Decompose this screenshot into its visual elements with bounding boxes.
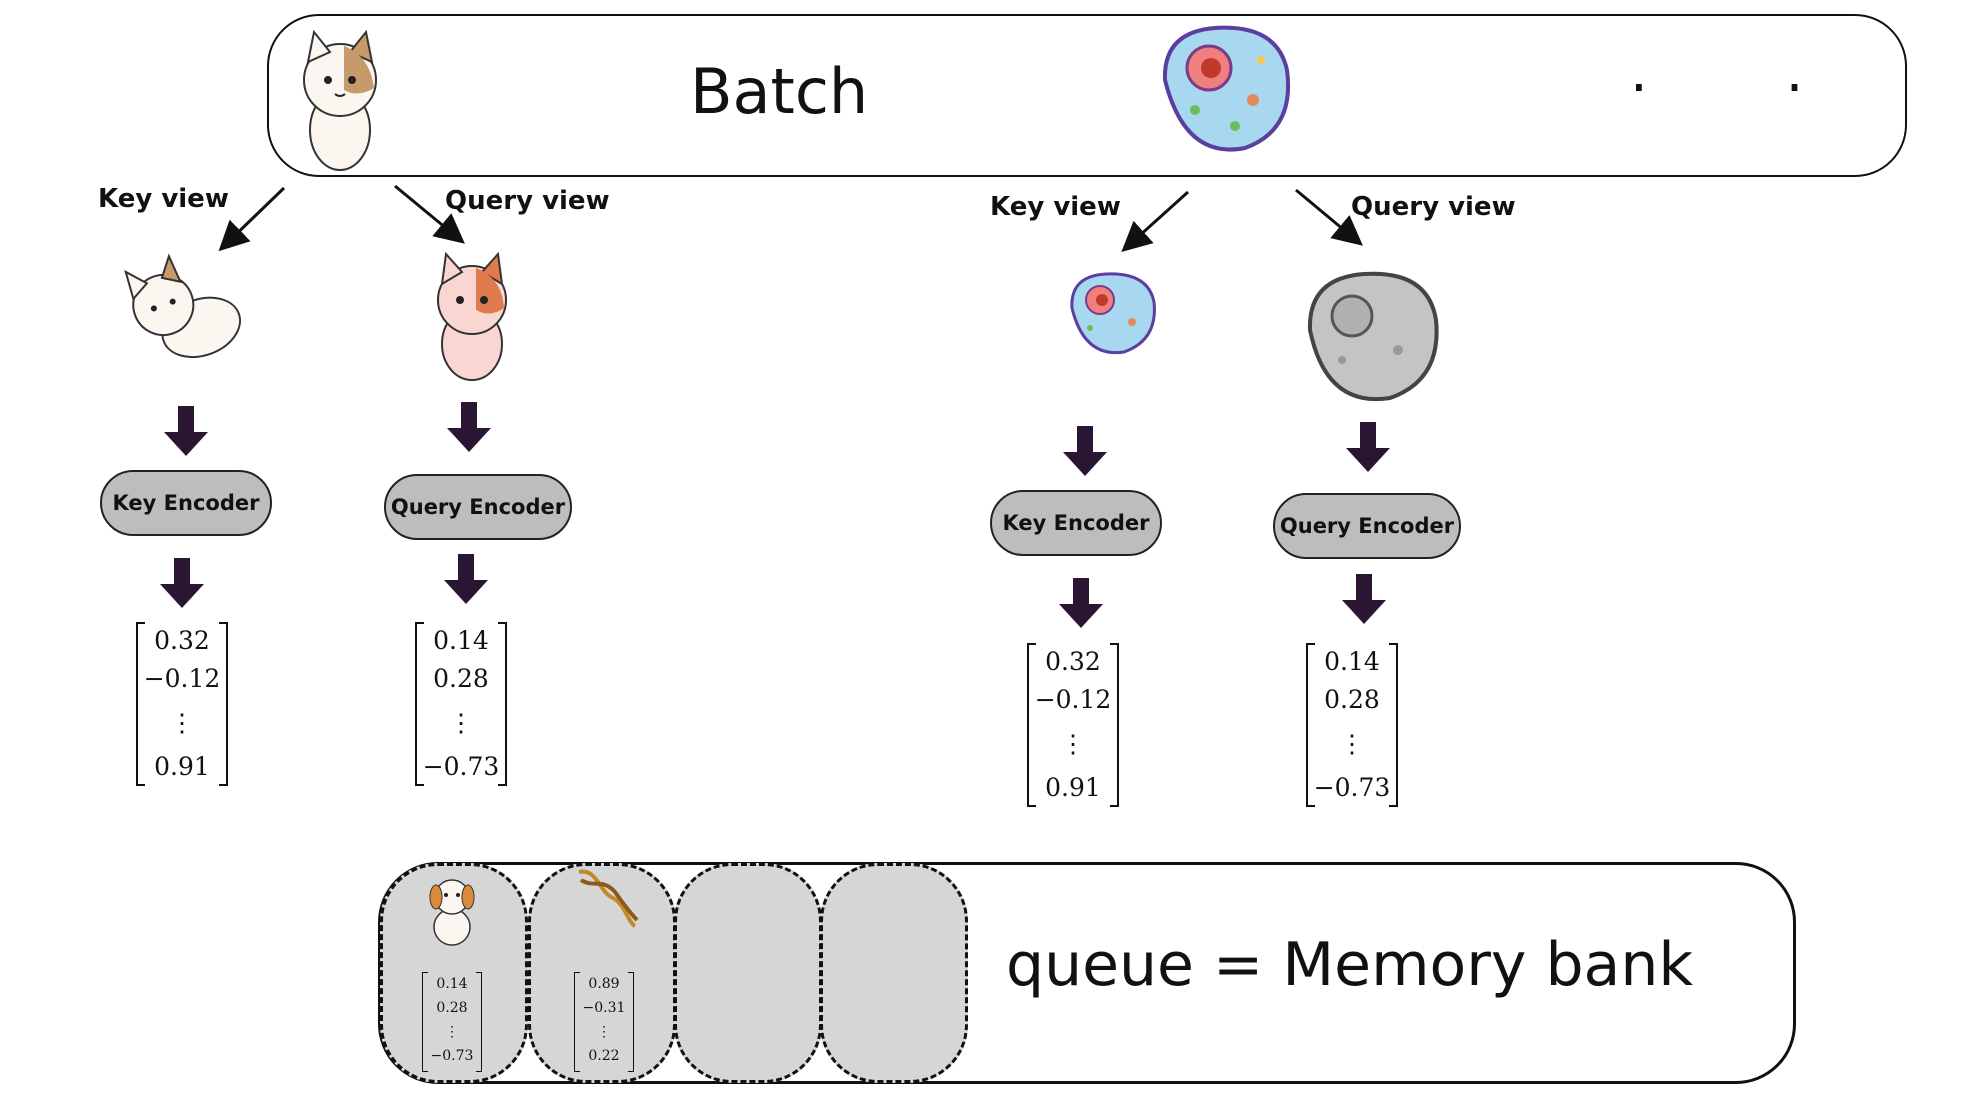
down-arrow-icon — [1059, 578, 1103, 628]
down-arrow-icon — [160, 558, 204, 608]
down-arrow-icon — [1342, 574, 1386, 624]
vector-value: 0.91 — [154, 752, 210, 781]
vector-value: 0.32 — [1045, 647, 1101, 676]
query-view-arrow — [1295, 188, 1363, 246]
vector-value: 0.22 — [588, 1048, 620, 1064]
down-arrow-icon — [447, 402, 491, 452]
cell-icon — [1070, 272, 1156, 355]
vector-value: ⋮ — [1060, 729, 1086, 758]
cell-icon — [1307, 271, 1439, 402]
query-encoder: Query Encoder — [1273, 493, 1461, 559]
cat-icon — [437, 251, 507, 381]
down-arrow-icon — [1346, 422, 1390, 472]
batch-container — [267, 14, 1907, 177]
vector-value: −0.73 — [422, 752, 500, 781]
key-view-arrow — [1121, 190, 1190, 253]
vector-value: 0.32 — [154, 626, 210, 655]
cat-icon — [303, 29, 377, 171]
vector-value: 0.14 — [436, 976, 468, 992]
vector-value: ⋮ — [448, 708, 474, 737]
query-encoder: Query Encoder — [384, 474, 572, 540]
query-view-arrow — [394, 184, 465, 244]
batch-title: Batch — [690, 55, 869, 128]
down-arrow-icon — [1063, 426, 1107, 476]
vector-value: 0.28 — [436, 1000, 468, 1016]
vector-value: −0.12 — [143, 664, 221, 693]
vector-value: 0.28 — [1324, 685, 1380, 714]
vector-value: ⋮ — [445, 1024, 459, 1040]
key-encoder: Key Encoder — [990, 490, 1162, 556]
memory-slot — [528, 863, 676, 1083]
query-view-label: Query view — [1351, 192, 1516, 222]
vector-value: −0.73 — [1313, 773, 1391, 802]
vector-value: −0.31 — [582, 1000, 626, 1016]
query-vector: 0.14 0.28 ⋮ −0.73 — [415, 622, 507, 786]
cat-icon — [124, 253, 242, 359]
vector-value: 0.14 — [1324, 647, 1380, 676]
cell-icon — [1162, 25, 1290, 152]
vector-value: 0.14 — [433, 626, 489, 655]
vector-value: 0.28 — [433, 664, 489, 693]
vector-value: 0.89 — [588, 976, 620, 992]
memory-vector: 0.89 −0.31 ⋮ 0.22 — [574, 972, 634, 1072]
batch-ellipsis: . . — [1630, 40, 1864, 105]
key-vector: 0.32 −0.12 ⋮ 0.91 — [1027, 643, 1119, 807]
memory-vector: 0.14 0.28 ⋮ −0.73 — [422, 972, 482, 1072]
query-vector: 0.14 0.28 ⋮ −0.73 — [1306, 643, 1398, 807]
vector-value: −0.73 — [430, 1048, 474, 1064]
down-arrow-icon — [164, 406, 208, 456]
vector-value: −0.12 — [1034, 685, 1112, 714]
query-view-label: Query view — [445, 186, 610, 216]
key-view-label: Key view — [98, 184, 229, 214]
dna-icon — [578, 869, 639, 928]
vector-value: ⋮ — [169, 708, 195, 737]
key-view-arrow — [218, 186, 286, 252]
memory-slot — [674, 863, 822, 1083]
down-arrows — [160, 402, 1390, 628]
vector-value: ⋮ — [1339, 729, 1365, 758]
vector-value: 0.91 — [1045, 773, 1101, 802]
down-arrow-icon — [444, 554, 488, 604]
dog-icon — [429, 879, 475, 946]
vector-value: ⋮ — [597, 1024, 611, 1040]
memory-bank-title: queue = Memory bank — [1006, 930, 1694, 1000]
memory-slot — [820, 863, 968, 1083]
key-encoder: Key Encoder — [100, 470, 272, 536]
key-view-label: Key view — [990, 192, 1121, 222]
key-vector: 0.32 −0.12 ⋮ 0.91 — [136, 622, 228, 786]
